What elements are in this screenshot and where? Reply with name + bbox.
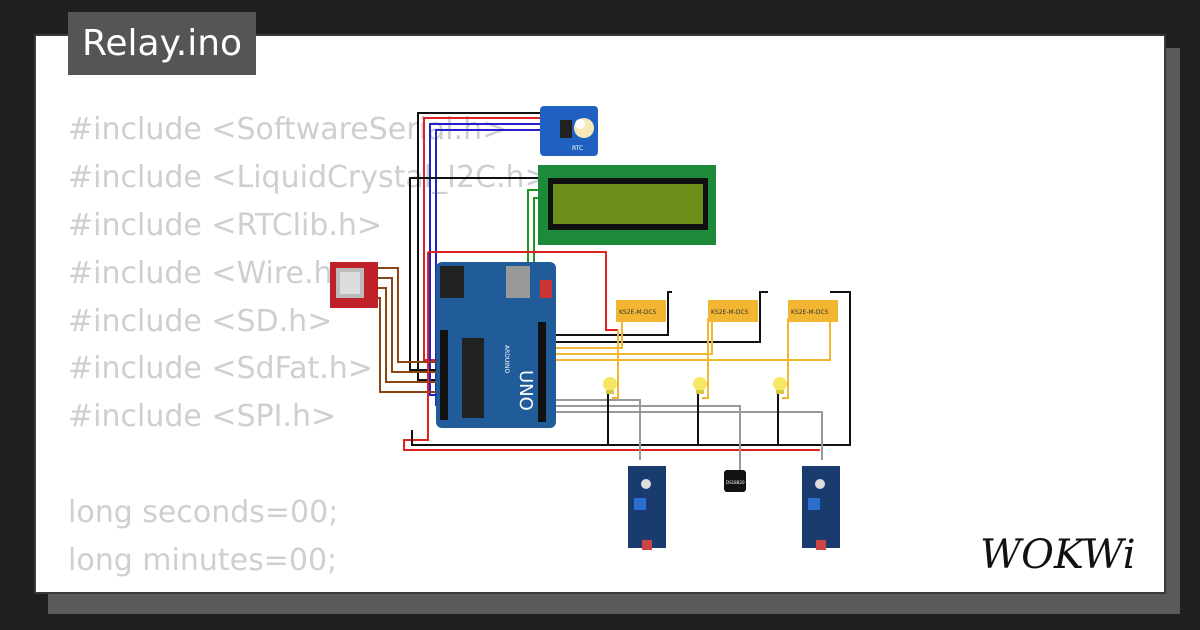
code-line: #include <SdFat.h> — [68, 351, 373, 387]
code-line: long minutes=00; — [68, 543, 338, 579]
relay-label: KS2E-M-DC5 — [619, 309, 657, 316]
temp-sensor-label: DS18B20 — [726, 480, 745, 485]
sensor-module-1 — [628, 466, 666, 550]
relay-2: KS2E-M-DC5 — [708, 300, 758, 322]
rtc-module: RTC — [540, 106, 598, 156]
wokwi-logo-text: WOKWi — [980, 532, 1136, 578]
board-label: UNO — [515, 370, 536, 411]
relay-3: KS2E-M-DC5 — [788, 300, 838, 322]
relay-label: KS2E-M-DC5 — [711, 309, 749, 316]
lcd-display — [538, 165, 716, 245]
wokwi-logo: WOKWi — [980, 532, 1136, 578]
wires — [378, 112, 851, 470]
led-2 — [693, 377, 707, 394]
board-brand: ARDUINO — [503, 345, 510, 374]
relay-1: KS2E-M-DC5 — [616, 300, 666, 322]
code-line: #include <SD.h> — [68, 303, 333, 339]
code-line: long hours=00; — [68, 585, 550, 594]
relay-label: KS2E-M-DC5 — [791, 309, 829, 316]
project-title[interactable]: Relay.ino — [68, 12, 257, 75]
led-3 — [773, 377, 787, 394]
code-line: long seconds=00; — [68, 495, 339, 531]
sd-card-module — [330, 262, 378, 308]
code-line: #include <RTClib.h> — [68, 207, 383, 243]
temperature-sensor: DS18B20 — [724, 470, 746, 492]
led-1 — [603, 377, 617, 394]
arduino-uno-board: UNO ARDUINO — [436, 262, 556, 428]
sensor-module-2 — [802, 466, 840, 550]
code-line: #include <SPI.h> — [68, 399, 337, 435]
rtc-label: RTC — [572, 145, 583, 152]
